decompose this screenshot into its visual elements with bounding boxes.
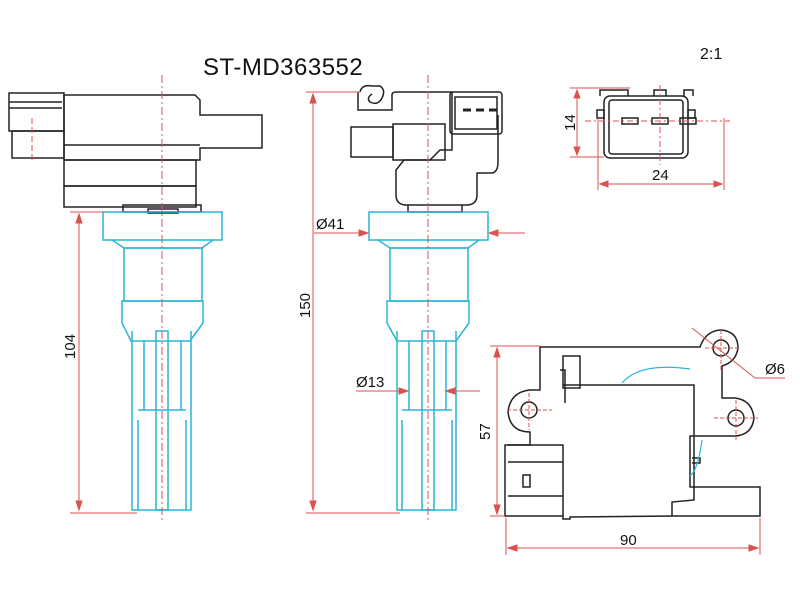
dim-label-diam-6: Ø6: [765, 361, 785, 378]
side-view-coil-head: [8, 92, 263, 214]
dim-label-14: 14: [562, 114, 579, 131]
dim-label-57: 57: [477, 423, 494, 440]
dim-label-24: 24: [652, 167, 669, 184]
front-view-coil-head: [350, 84, 503, 213]
dim-150-41-13: [306, 75, 525, 520]
part-number-title: ST-MD363552: [203, 54, 364, 81]
connector-dims: [570, 85, 730, 190]
detail-scale-label: 2:1: [700, 46, 723, 63]
dim-label-90: 90: [620, 532, 637, 549]
dim-label-104: 104: [62, 334, 79, 359]
dim-label-diam-13: Ø13: [356, 374, 384, 391]
connector-detail: [596, 89, 697, 159]
dim-104: [31, 75, 163, 520]
side-view-boot: [102, 211, 223, 511]
dim-label-diam-41: Ø41: [316, 216, 344, 233]
body-dims: [490, 327, 785, 555]
top-view-coil-body: [504, 329, 761, 520]
dim-label-150: 150: [297, 293, 314, 318]
top-view-internal-arc: [621, 366, 703, 477]
